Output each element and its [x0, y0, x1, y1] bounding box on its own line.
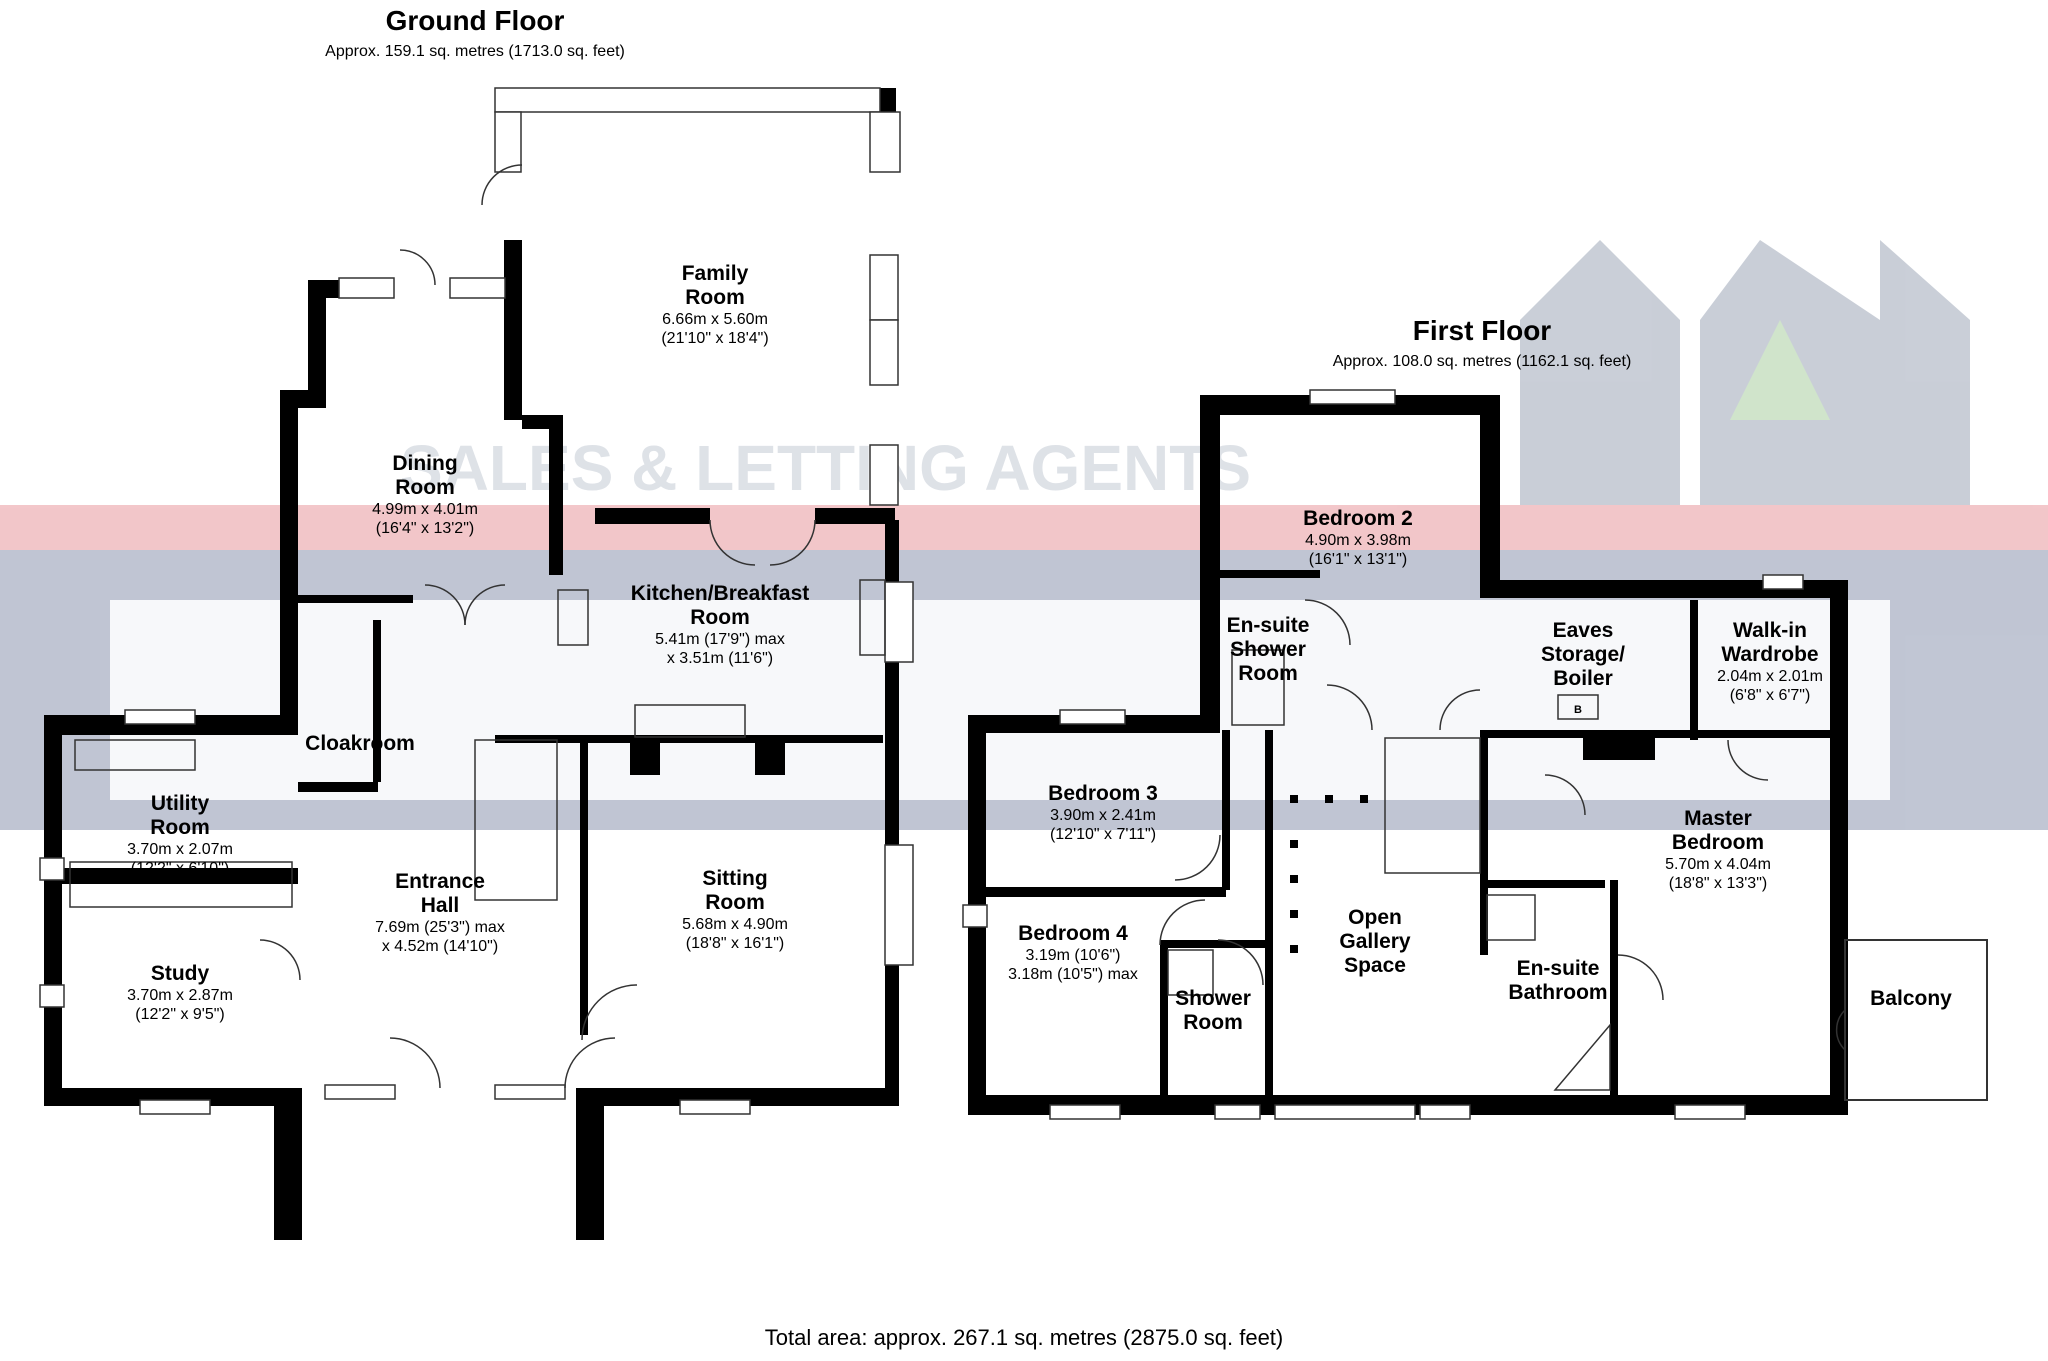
room-dims-bed2: (16'1" x 13'1"): [1309, 551, 1407, 568]
room-label-study: Study 3.70m x 2.87m (12'2" x 9'5"): [127, 962, 233, 1023]
first-floor-plan: B: [962, 389, 1988, 1120]
room-name-study: Study: [151, 962, 210, 985]
room-dims-walkin: 2.04m x 2.01m: [1717, 668, 1823, 685]
room-label-bed2: Bedroom 2 4.90m x 3.98m (16'1" x 13'1"): [1303, 507, 1413, 568]
room-name-ensuite-bath: Bathroom: [1508, 981, 1607, 1004]
room-dims-bed2: 4.90m x 3.98m: [1305, 532, 1411, 549]
room-dims-dining: 4.99m x 4.01m: [372, 501, 478, 518]
room-dims-study: 3.70m x 2.87m: [127, 987, 233, 1004]
room-name-utility: Utility: [151, 792, 210, 815]
room-name-entrance: Entrance: [395, 870, 485, 893]
room-name-family: Family: [682, 262, 749, 285]
room-label-bed4: Bedroom 4 3.19m (10'6") 3.18m (10'5") max: [1008, 922, 1138, 983]
room-name-cloakroom: Cloakroom: [305, 732, 415, 755]
room-dims-walkin: (6'8" x 6'7"): [1730, 687, 1811, 704]
gallery-railing-dots: [1290, 795, 1368, 953]
room-name-master: Bedroom: [1672, 831, 1764, 854]
room-dims-entrance: x 4.52m (14'10"): [382, 938, 498, 955]
room-name-sitting: Sitting: [702, 867, 767, 890]
room-name-shower: Room: [1183, 1011, 1243, 1034]
room-dims-bed3: 3.90m x 2.41m: [1050, 807, 1156, 824]
room-label-balcony: Balcony: [1870, 987, 1952, 1010]
total-area: Total area: approx. 267.1 sq. metres (28…: [765, 1325, 1284, 1350]
room-name-dining: Dining: [392, 452, 457, 475]
room-name-ensuite-shower: En-suite: [1227, 614, 1310, 637]
room-dims-entrance: 7.69m (25'3") max: [375, 919, 505, 936]
room-name-walkin: Wardrobe: [1721, 643, 1818, 666]
room-name-gallery: Space: [1344, 954, 1406, 977]
room-name-bed3: Bedroom 3: [1048, 782, 1158, 805]
boiler-mark: B: [1574, 704, 1582, 716]
room-name-bed2: Bedroom 2: [1303, 507, 1413, 530]
room-name-gallery: Open: [1348, 906, 1402, 929]
room-name-eaves: Eaves: [1553, 619, 1614, 642]
ground-floor-title: Ground Floor: [386, 5, 565, 36]
floor-titles: Ground Floor Approx. 159.1 sq. metres (1…: [325, 5, 1631, 370]
room-dims-kitchen: 5.41m (17'9") max: [655, 631, 785, 648]
room-dims-dining: (16'4" x 13'2"): [376, 520, 474, 537]
room-dims-master: (18'8" x 13'3"): [1669, 875, 1767, 892]
room-label-bed3: Bedroom 3 3.90m x 2.41m (12'10" x 7'11"): [1048, 782, 1158, 843]
room-name-kitchen: Kitchen/Breakfast: [631, 582, 810, 605]
room-dims-sitting: 5.68m x 4.90m: [682, 916, 788, 933]
room-name-ensuite-bath: En-suite: [1517, 957, 1600, 980]
room-name-ensuite-shower: Room: [1238, 662, 1298, 685]
room-name-master: Master: [1684, 807, 1752, 830]
room-dims-family: (21'10" x 18'4"): [661, 330, 768, 347]
room-name-entrance: Hall: [421, 894, 460, 917]
ground-floor-plan: [39, 87, 914, 1240]
room-dims-bed4: 3.19m (10'6"): [1026, 947, 1121, 964]
room-name-eaves: Storage/: [1541, 643, 1625, 666]
room-name-gallery: Gallery: [1339, 930, 1411, 953]
room-name-eaves: Boiler: [1553, 667, 1613, 690]
room-label-cloakroom: Cloakroom: [305, 732, 415, 755]
first-floor-area: Approx. 108.0 sq. metres (1162.1 sq. fee…: [1333, 353, 1632, 370]
room-dims-bed4: 3.18m (10'5") max: [1008, 966, 1138, 983]
room-name-ensuite-shower: Shower: [1230, 638, 1306, 661]
room-dims-utility: (12'2" x 6'10"): [131, 860, 229, 877]
room-name-family: Room: [685, 286, 745, 309]
room-name-shower: Shower: [1175, 987, 1251, 1010]
room-dims-sitting: (18'8" x 16'1"): [686, 935, 784, 952]
room-dims-utility: 3.70m x 2.07m: [127, 841, 233, 858]
room-name-bed4: Bedroom 4: [1018, 922, 1128, 945]
room-dims-bed3: (12'10" x 7'11"): [1050, 826, 1156, 843]
room-name-dining: Room: [395, 476, 455, 499]
room-dims-kitchen: x 3.51m (11'6"): [667, 650, 773, 667]
room-dims-family: 6.66m x 5.60m: [662, 311, 768, 328]
first-floor-title: First Floor: [1413, 315, 1552, 346]
room-name-sitting: Room: [705, 891, 765, 914]
room-dims-study: (12'2" x 9'5"): [135, 1006, 225, 1023]
ground-floor-area: Approx. 159.1 sq. metres (1713.0 sq. fee…: [325, 43, 625, 60]
room-name-balcony: Balcony: [1870, 987, 1952, 1010]
room-name-walkin: Walk-in: [1733, 619, 1807, 642]
watermark-text: SALES & LETTING AGENTS: [400, 432, 1251, 504]
room-dims-master: 5.70m x 4.04m: [1665, 856, 1771, 873]
room-name-kitchen: Room: [690, 606, 750, 629]
room-name-utility: Room: [150, 816, 210, 839]
